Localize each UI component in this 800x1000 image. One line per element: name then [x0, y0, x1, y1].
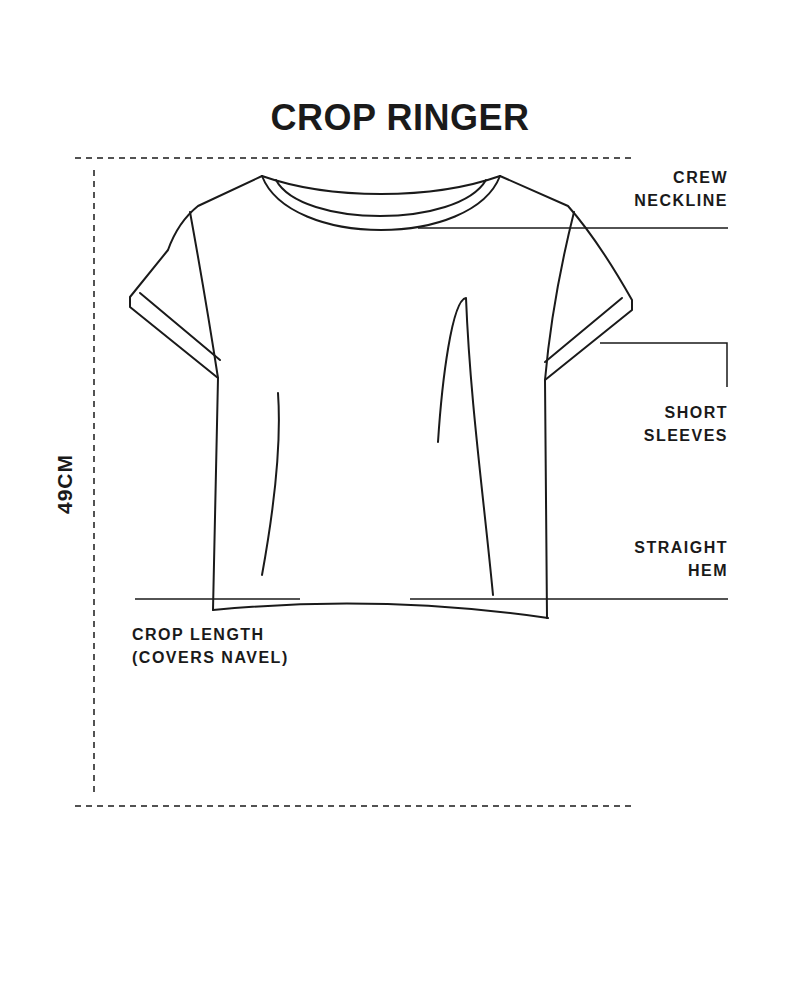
- dimension-label: 49CM: [53, 454, 77, 514]
- dimension-guides: [75, 158, 635, 806]
- shirt-outline: [130, 176, 632, 618]
- callout-label: SHORT SLEEVES: [644, 401, 728, 447]
- callout-label: CREW NECKLINE: [634, 166, 728, 212]
- callout-label: STRAIGHT HEM: [634, 536, 728, 582]
- title: CROP RINGER: [271, 97, 530, 139]
- callout-label: CROP LENGTH (COVERS NAVEL): [132, 623, 322, 669]
- leader-lines: [135, 228, 728, 599]
